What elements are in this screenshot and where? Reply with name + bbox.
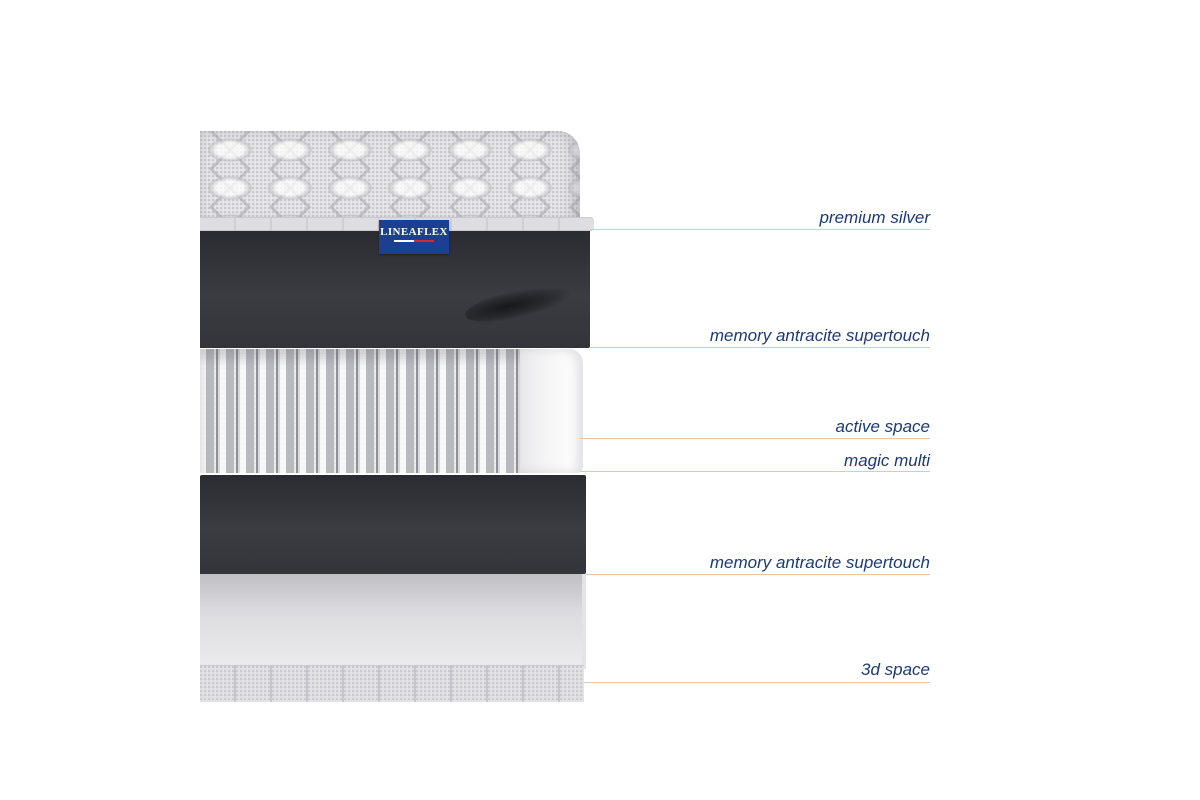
leader-line-memory-bottom (586, 574, 930, 575)
brand-tag: LINEAFLEX (379, 220, 449, 254)
premium-silver-cover (200, 131, 580, 227)
label-memory-antracite-bottom: memory antracite supertouch (709, 553, 930, 572)
label-memory-antracite-top: memory antracite supertouch (709, 326, 930, 345)
leader-line-memory-top (590, 347, 930, 348)
label-magic-multi: magic multi (844, 451, 930, 470)
brand-logo-text: LINEAFLEX (380, 226, 448, 238)
label-active-space: active space (835, 417, 931, 436)
leader-line-magic-multi (580, 471, 930, 472)
magic-multi-block (520, 349, 583, 473)
memory-antracite-layer-bottom (200, 475, 586, 574)
label-premium-silver: premium silver (819, 208, 930, 227)
leader-line-premium-silver (590, 229, 930, 230)
3d-space-frame (200, 574, 586, 669)
leader-line-active-space (580, 438, 930, 439)
brand-tag-stripe (394, 240, 434, 242)
3d-space-fabric-band (200, 665, 584, 702)
label-3d-space: 3d space (861, 660, 930, 679)
leader-line-3d-space (584, 682, 930, 683)
active-space-springs (200, 349, 536, 473)
